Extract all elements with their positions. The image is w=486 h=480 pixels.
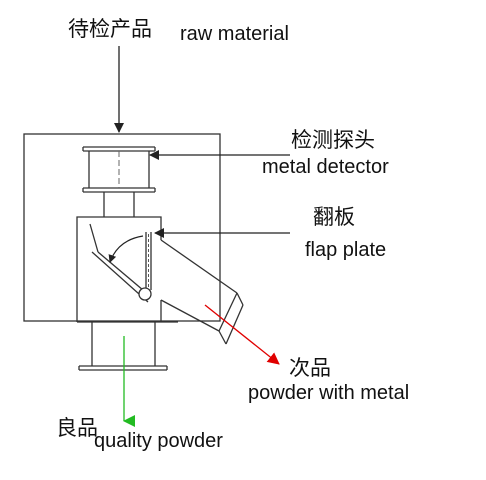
flap-rotation-arrow — [108, 235, 144, 263]
reject-chute — [160, 239, 244, 345]
metal-detector-label-en: metal detector — [262, 156, 389, 178]
good-outlet — [78, 322, 168, 371]
raw-material-label-cn: 待检产品 — [68, 17, 152, 41]
reject-flow-arrow — [204, 304, 280, 365]
flap-plate — [138, 232, 152, 301]
metal-detector-label-cn: 检测探头 — [291, 128, 375, 152]
flap-plate-label-cn: 翻板 — [313, 205, 355, 229]
flap-plate-label-en: flap plate — [305, 239, 387, 261]
metal-detector — [82, 146, 156, 193]
raw-material-label-en: raw material — [180, 23, 289, 45]
good-label-cn: 良品 — [56, 416, 98, 440]
reject-label-cn: 次品 — [289, 356, 331, 380]
housing-frame — [23, 133, 221, 322]
reject-label-en: powder with metal — [248, 382, 410, 404]
good-label-en: quality powder — [94, 430, 223, 452]
flap-pivot — [138, 287, 152, 301]
